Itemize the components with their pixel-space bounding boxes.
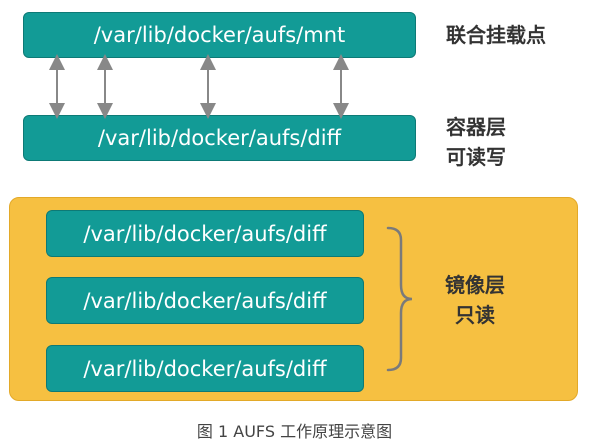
mount-layer-path: /var/lib/docker/aufs/mnt [93,23,346,47]
image-layer-path-3: /var/lib/docker/aufs/diff [83,356,327,381]
image-layer-box-3: /var/lib/docker/aufs/diff [46,345,364,392]
figure-caption: 图 1 AUFS 工作原理示意图 [196,422,393,441]
mount-layer-box: /var/lib/docker/aufs/mnt [23,12,416,58]
image-layer-box-2: /var/lib/docker/aufs/diff [46,277,364,324]
image-layer-path-2: /var/lib/docker/aufs/diff [83,288,327,313]
container-layer-label-line1: 容器层 [446,115,506,139]
image-layer-box-1: /var/lib/docker/aufs/diff [46,210,364,257]
mount-layer-label: 联合挂载点 [446,23,546,47]
container-layer-box: /var/lib/docker/aufs/diff [23,115,416,161]
container-layer-path: /var/lib/docker/aufs/diff [97,126,342,150]
image-layers-label: 镜像层 只读 [440,270,510,330]
image-layers-label-line1: 镜像层 [445,273,505,297]
image-layers-label-line2: 只读 [455,303,495,327]
container-layer-label-line2: 可读写 [446,145,506,169]
container-layer-label: 容器层 可读写 [446,112,506,172]
image-layer-path-1: /var/lib/docker/aufs/diff [83,221,327,246]
